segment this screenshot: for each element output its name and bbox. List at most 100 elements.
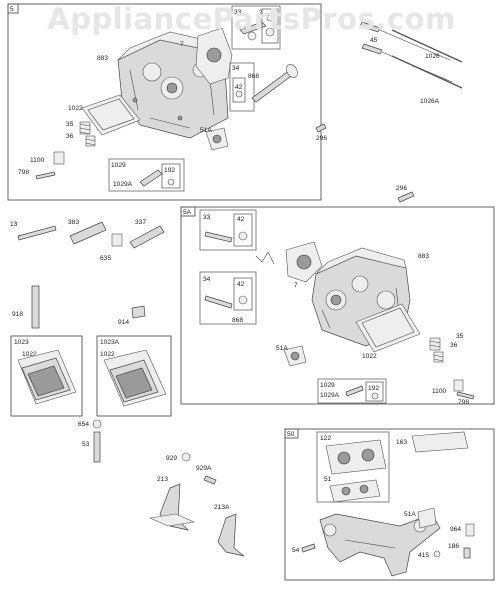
part-654	[92, 419, 102, 429]
label-1100: 1100	[432, 388, 447, 395]
label-42: 42	[237, 281, 245, 288]
label-296-b: 296	[396, 185, 407, 192]
stud-53	[93, 431, 101, 463]
part-635	[111, 233, 123, 247]
label-42: 42	[237, 216, 245, 223]
label-883: 883	[97, 55, 108, 62]
label-34: 34	[232, 65, 240, 72]
section-5: 5	[7, 3, 327, 201]
label-296: 296	[316, 135, 327, 142]
label-1022: 1022	[22, 351, 37, 358]
label-654: 654	[78, 421, 89, 428]
label-35: 35	[66, 121, 74, 128]
bolt-54	[301, 543, 316, 553]
label-1026: 1026	[425, 53, 440, 60]
valve-cover-gasket-5	[81, 94, 141, 136]
label-7: 7	[294, 282, 298, 289]
section-5a-frame	[180, 206, 495, 405]
label-1022: 1022	[100, 351, 115, 358]
part-929a	[203, 475, 217, 485]
label-1029a: 1029A	[113, 181, 133, 188]
label-13: 13	[10, 221, 18, 228]
label-51a: 51A	[404, 511, 416, 518]
label-918: 918	[12, 311, 23, 318]
label-1026a: 1026A	[420, 98, 440, 105]
label-51a: 51A	[276, 345, 288, 352]
subbox-1029-5a	[317, 378, 387, 404]
gasket-51a-50	[417, 507, 437, 529]
bracket-213a	[217, 513, 245, 557]
part-914	[131, 305, 146, 319]
label-42: 42	[235, 84, 243, 91]
label-868: 868	[232, 317, 243, 324]
bracket-1100-5a	[453, 379, 464, 392]
label-337: 337	[135, 219, 146, 226]
subbox-122	[316, 431, 390, 503]
label-415: 415	[418, 552, 429, 559]
label-1029: 1029	[111, 162, 126, 169]
label-34: 34	[203, 276, 211, 283]
label-798: 798	[458, 399, 469, 406]
label-53: 53	[82, 441, 90, 448]
section-5a-label: 5A	[183, 209, 192, 216]
label-36: 36	[66, 133, 74, 140]
section-1023a-label: 1023A	[100, 339, 120, 346]
label-33: 33	[203, 214, 211, 221]
label-964: 964	[450, 526, 461, 533]
valve-spring-5a	[429, 337, 444, 363]
subbox-34-5a	[199, 271, 257, 325]
subbox-33-5a	[199, 209, 257, 251]
watermark: AppliancePartsPros.com	[47, 2, 456, 36]
label-929a: 929A	[196, 465, 212, 472]
label-883: 883	[418, 253, 429, 260]
section-5-tag	[7, 3, 19, 14]
valve-spring-5	[79, 121, 96, 147]
label-186: 186	[448, 543, 459, 550]
label-798: 798	[18, 169, 29, 176]
bolt-13	[17, 225, 57, 241]
label-33: 33	[234, 9, 242, 16]
label-1022: 1022	[362, 353, 377, 360]
label-54: 54	[292, 547, 300, 554]
part-383	[69, 221, 107, 245]
label-7: 7	[180, 41, 184, 48]
part-415	[433, 550, 441, 558]
label-868: 868	[248, 73, 259, 80]
section-5a: 5A	[180, 206, 495, 406]
label-192: 192	[164, 167, 175, 174]
bottom-left-parts: 654 53 929 929A 213 213A	[78, 419, 245, 557]
label-45: 45	[370, 37, 378, 44]
screw-798-5	[35, 171, 56, 180]
label-36: 36	[450, 342, 458, 349]
part-918	[31, 285, 40, 329]
pin-296-a	[315, 123, 327, 133]
section-50-label: 50	[287, 431, 295, 438]
section-50-frame	[284, 428, 495, 581]
section-5-frame	[7, 3, 322, 201]
label-1029a: 1029A	[320, 392, 340, 399]
subbox-34-5	[229, 62, 255, 112]
pushrods: 45 1026 1026A 296 296	[316, 21, 463, 203]
label-1029: 1029	[320, 382, 335, 389]
label-1022: 1022	[68, 105, 83, 112]
gasket-122	[325, 439, 387, 475]
part-337	[129, 225, 165, 249]
part-964	[465, 523, 475, 537]
subbox-1029-5	[108, 158, 185, 192]
label-929: 929	[166, 455, 177, 462]
loose-parts: 13 383 337 635 918 914	[10, 219, 165, 329]
part-45-a	[359, 21, 381, 33]
pin-296-b	[397, 191, 415, 203]
label-213: 213	[157, 476, 168, 483]
label-2: 2	[259, 9, 263, 16]
label-914: 914	[118, 319, 129, 326]
label-35: 35	[456, 333, 464, 340]
part-929	[181, 452, 191, 462]
valve-cover-1023: 1023 1022	[10, 335, 83, 417]
section-5-label: 5	[10, 6, 14, 13]
screw-798-5a	[456, 391, 475, 400]
label-635: 635	[100, 255, 111, 262]
subbox-33-5	[231, 5, 281, 50]
